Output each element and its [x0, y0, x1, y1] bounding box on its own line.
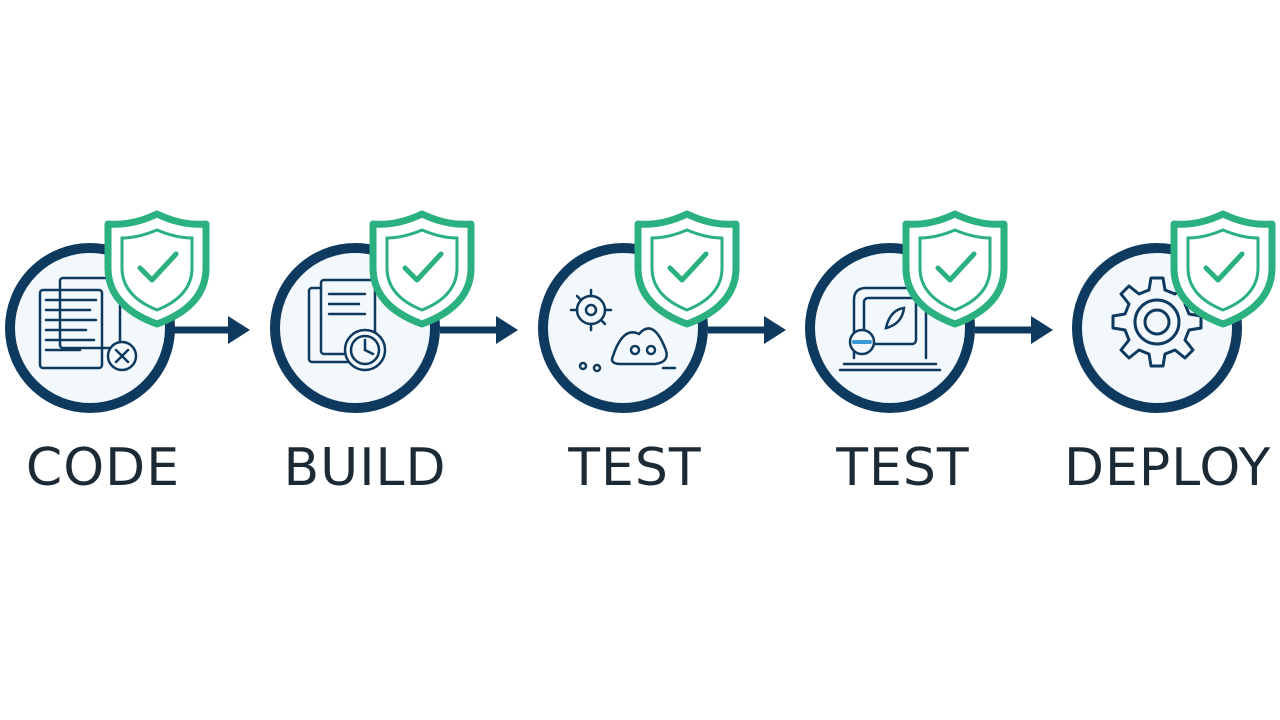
- arrow-right-icon: [172, 316, 250, 344]
- stage-label-deploy: DEPLOY: [1064, 438, 1272, 498]
- build-docs-icon: [307, 278, 387, 372]
- stage-label-test-2: TEST: [836, 438, 970, 498]
- arrow-right-icon: [440, 316, 518, 344]
- stage-label-code: CODE: [25, 438, 181, 498]
- stage-label-build: BUILD: [283, 438, 447, 498]
- code-screen-icon: [38, 276, 138, 372]
- shield-check-icon: [369, 210, 475, 328]
- arrow-right-icon: [975, 316, 1053, 344]
- shield-check-icon: [902, 210, 1008, 328]
- test-gears-icon: [569, 288, 677, 373]
- shield-check-icon: [1170, 210, 1276, 328]
- arrow-right-icon: [708, 316, 786, 344]
- stage-label-test-1: TEST: [568, 438, 702, 498]
- shield-check-icon: [634, 210, 740, 328]
- shield-check-icon: [104, 210, 210, 328]
